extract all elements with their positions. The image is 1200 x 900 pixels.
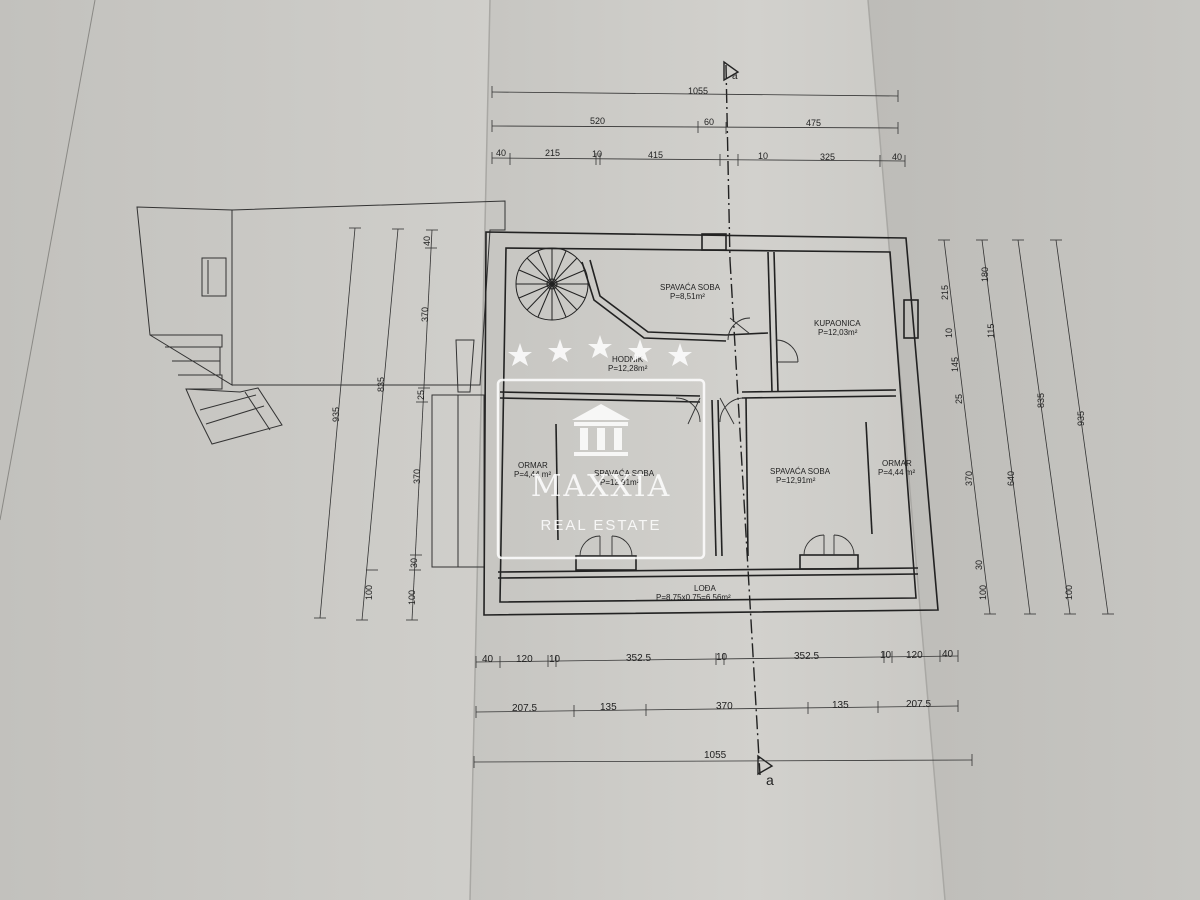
dim-bottom: 40 — [942, 649, 954, 660]
dim-right: 835 — [1036, 393, 1046, 408]
watermark-brand: MAXXIA — [531, 469, 672, 504]
dim-top: 215 — [545, 148, 560, 158]
dim-bottom: 207.5 — [512, 703, 537, 714]
watermark: MAXXIA REAL ESTATE — [496, 335, 706, 560]
dim-left: 835 — [376, 377, 386, 392]
dim-top: 60 — [704, 117, 714, 127]
watermark-frame — [496, 378, 706, 560]
dim-right: 25 — [954, 394, 964, 404]
dim-top: 475 — [806, 118, 821, 128]
room-area-spavaca-right: P=12,91m² — [776, 476, 816, 485]
bottom-dimension-lines — [473, 650, 973, 768]
dim-top: 10 — [592, 149, 602, 159]
dim-right: 100 — [1064, 585, 1074, 600]
star-icon — [508, 335, 692, 366]
room-area-ormar-left: P=4,44 m² — [514, 470, 551, 479]
dim-left: 25 — [416, 390, 426, 400]
dim-bottom: 10 — [880, 650, 892, 661]
room-name-spavaca-right: SPAVAĆA SOBA — [770, 467, 831, 476]
dim-bottom: 370 — [716, 701, 733, 712]
dim-right: 370 — [964, 471, 974, 486]
dim-right: 30 — [974, 560, 984, 570]
dim-top: 520 — [590, 116, 605, 126]
dim-top: 415 — [648, 150, 663, 160]
room-area-spavaca-top: P=8,51m² — [670, 292, 705, 301]
dim-left: 370 — [420, 307, 430, 322]
section-marker-top: a — [732, 71, 738, 82]
dim-bottom: 120 — [516, 654, 533, 665]
room-name-spavaca-left: SPAVAĆA SOBA — [594, 469, 655, 478]
room-area-spavaca-left: P=12,91m² — [600, 478, 640, 487]
building-logo-icon — [572, 404, 630, 456]
right-dimension-lines — [938, 239, 1114, 615]
dim-bottom: 10 — [716, 652, 728, 663]
spiral-staircase — [515, 247, 589, 321]
room-area-ormar-right: P=4,44 m² — [878, 468, 915, 477]
dim-right: 115 — [986, 324, 996, 338]
dim-left: 370 — [412, 469, 422, 484]
dim-right: 145 — [950, 357, 960, 372]
dim-left: 935 — [331, 407, 341, 422]
door-swings — [579, 317, 855, 557]
room-name-ormar-left: ORMAR — [518, 461, 548, 470]
room-area-kupaonica: P=12,03m² — [818, 328, 858, 337]
dim-left: 100 — [364, 585, 374, 600]
room-area-hodnik: P=12,28m² — [608, 364, 648, 373]
dim-right: 180 — [980, 267, 990, 282]
dim-bottom: 40 — [482, 654, 494, 665]
adjacent-building — [136, 200, 506, 445]
section-marker-bottom: a — [766, 772, 774, 788]
room-name-kupaonica: KUPAONICA — [814, 319, 861, 328]
watermark-tagline: REAL ESTATE — [541, 517, 662, 534]
dim-left: 100 — [407, 590, 417, 605]
dim-right: 935 — [1076, 411, 1086, 426]
paper-middle — [470, 0, 945, 900]
dim-top: 325 — [820, 152, 835, 162]
room-name-hodnik: HODNIK — [612, 355, 644, 364]
dim-left: 40 — [422, 236, 432, 246]
dim-right: 10 — [944, 328, 954, 338]
dim-bottom: 207.5 — [906, 699, 931, 710]
room-name-ormar-right: ORMAR — [882, 459, 912, 468]
top-dimension-lines — [491, 86, 906, 167]
paper-right — [868, 0, 1200, 900]
left-dimension-lines — [314, 227, 438, 621]
room-name-spavaca-top: SPAVAĆA SOBA — [660, 283, 721, 292]
dim-bottom: 352.5 — [794, 651, 819, 662]
room-name-loda: LOĐA — [694, 584, 716, 593]
dim-bottom: 352.5 — [626, 653, 651, 664]
dim-bottom: 135 — [600, 702, 617, 713]
dim-bottom-total: 1055 — [704, 750, 727, 761]
dim-top: 10 — [758, 151, 768, 161]
dim-right: 100 — [978, 585, 988, 600]
dim-bottom: 120 — [906, 650, 923, 661]
dim-bottom: 10 — [549, 654, 561, 665]
plan-walls — [483, 231, 939, 616]
dim-right: 215 — [940, 285, 950, 300]
dim-right: 640 — [1006, 471, 1016, 486]
dim-left: 30 — [409, 558, 419, 568]
dim-top: 40 — [496, 148, 506, 158]
room-area-loda: P=8,75x0,75=6.56m² — [656, 593, 731, 602]
dim-top: 40 — [892, 152, 902, 162]
dim-top-total: 1055 — [688, 86, 708, 96]
paper-left — [0, 0, 490, 900]
dim-bottom: 135 — [832, 700, 849, 711]
